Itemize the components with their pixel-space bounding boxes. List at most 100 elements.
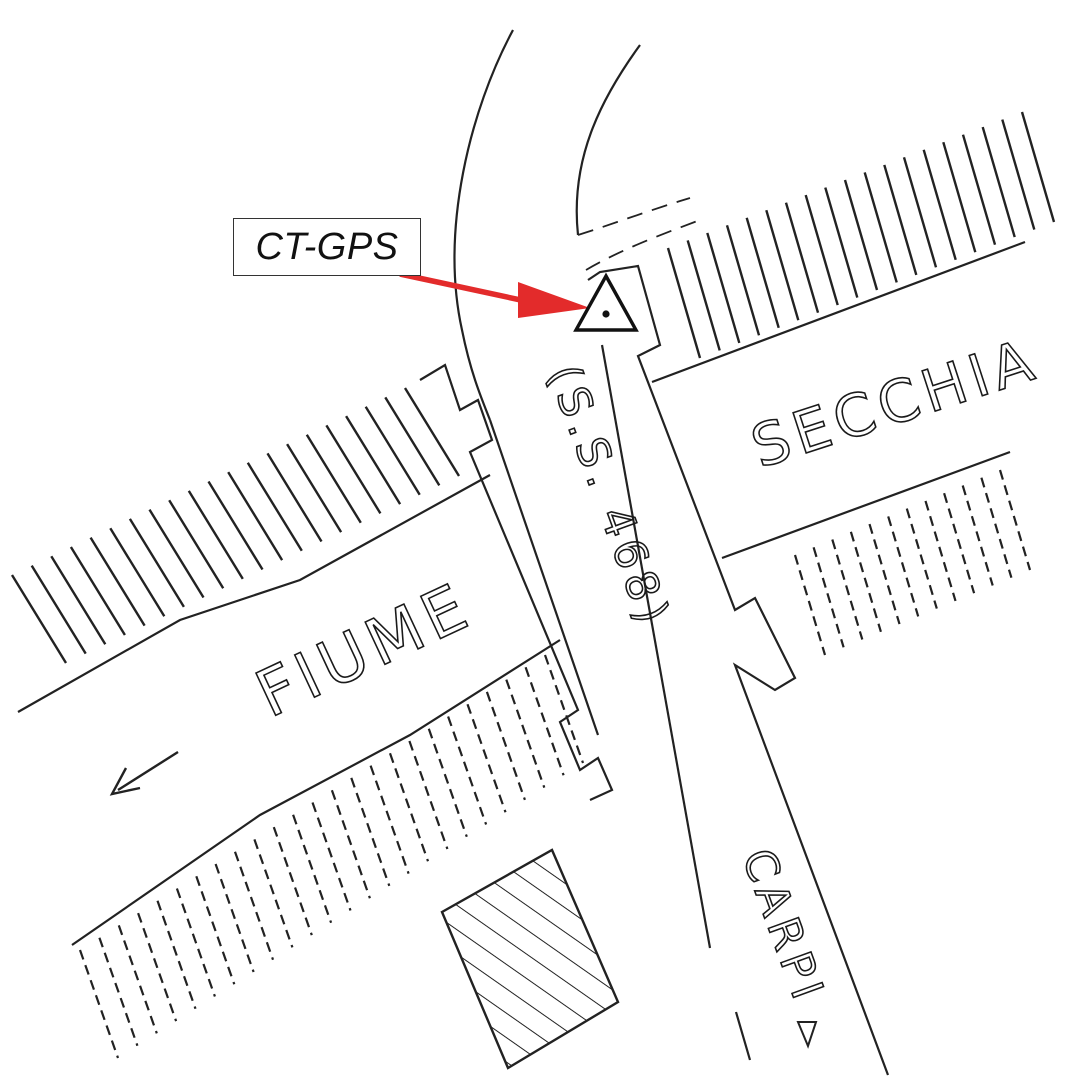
embankment-tick <box>207 480 264 571</box>
embankment-tick <box>128 518 185 608</box>
callout-box: CT-GPS <box>233 218 421 276</box>
embankment-tick <box>887 516 920 617</box>
embankment-tick <box>765 209 800 321</box>
embankment-tick <box>485 691 526 801</box>
station-triangle-icon <box>573 272 639 332</box>
embankment-tick <box>466 703 507 813</box>
embankment-tick <box>330 789 371 899</box>
embankment-tick <box>849 531 882 633</box>
embankment-tick <box>253 839 294 948</box>
direction-arrow-icon <box>796 1021 818 1049</box>
embankment-tick <box>922 149 957 261</box>
embankment-tick <box>50 555 107 645</box>
embankment-tick <box>187 490 244 580</box>
embankment-tick <box>686 240 721 351</box>
embankment-upper-right <box>666 111 1056 359</box>
embankment-tick <box>384 396 441 487</box>
embankment-tick <box>233 851 275 961</box>
embankment-tick <box>843 179 879 291</box>
embankment-tick <box>902 156 938 268</box>
embankment-tick <box>311 802 352 911</box>
road-left-south <box>488 419 600 736</box>
label-road: (S.S. 468) <box>538 358 680 635</box>
river-right-lower-bank <box>721 450 1011 560</box>
embankment-tick <box>403 387 461 477</box>
embankment-tick <box>505 679 546 788</box>
embankment-tick <box>325 424 382 515</box>
embankment-tick <box>524 666 565 776</box>
embankment-tick <box>784 202 820 314</box>
embankment-tick <box>227 471 284 561</box>
embankment-tick <box>905 508 938 609</box>
embankment-tick <box>812 546 845 648</box>
embankment-lower-right <box>793 469 1032 656</box>
embankment-tick <box>369 765 410 874</box>
embankment-tick <box>30 564 87 655</box>
embankment-lower-left <box>78 654 585 1059</box>
embankment-tick <box>137 912 178 1022</box>
embankment-tick <box>345 415 402 505</box>
embankment-tick <box>214 863 255 973</box>
bridge-center-line-lower <box>734 1011 752 1061</box>
embankment-tick <box>745 217 780 329</box>
bridge-left-edge <box>419 363 614 802</box>
embankment-tick <box>272 826 313 936</box>
embankment-tick <box>981 126 1016 238</box>
embankment-tick <box>98 937 139 1047</box>
river-left-upper-bank <box>17 474 491 713</box>
embankment-tick <box>117 925 158 1034</box>
embankment-tick <box>824 187 859 298</box>
embankment-tick <box>69 546 126 636</box>
embankment-tick <box>408 740 449 850</box>
embankment-tick <box>924 500 957 602</box>
embankment-tick <box>286 443 343 533</box>
road-curve-right <box>575 44 641 236</box>
embankment-tick <box>793 554 827 656</box>
embankment-tick <box>943 492 976 594</box>
embankment-tick <box>364 406 421 496</box>
embankment-tick <box>10 574 68 664</box>
embankment-tick <box>427 728 468 838</box>
label-river-left: FIUME <box>245 569 483 733</box>
embankment-tick <box>980 477 1013 579</box>
embankment-tick <box>666 247 702 359</box>
embankment-tick <box>388 752 430 862</box>
embankment-tick <box>942 141 977 253</box>
embankment-tick <box>883 164 918 276</box>
embankment-tick <box>246 462 303 552</box>
river-right-upper-bank <box>651 240 1026 384</box>
embankment-tick <box>78 949 120 1059</box>
embankment-tick <box>1001 119 1036 230</box>
embankment-tick <box>156 900 197 1010</box>
embankment-tick <box>89 536 146 627</box>
road-curve-left <box>453 29 514 421</box>
embankment-tick <box>168 499 225 589</box>
embankment-tick <box>831 539 864 640</box>
embankment-tick <box>998 469 1032 571</box>
embankment-tick <box>350 777 391 887</box>
embankment-tick <box>863 172 898 283</box>
embankment-tick <box>447 716 488 825</box>
embankment-tick <box>292 814 333 924</box>
embankment-tick <box>175 888 216 997</box>
embankment-tick <box>109 527 166 617</box>
embankment-upper-left <box>10 387 461 664</box>
embankment-tick <box>961 134 997 246</box>
embankment-tick <box>725 224 761 336</box>
embankment-tick <box>266 452 323 543</box>
flow-arrow-icon <box>109 750 179 796</box>
callout-arrow-icon <box>399 271 590 318</box>
label-town: CARPI <box>732 842 835 1011</box>
bridge-center-line <box>600 344 712 949</box>
embankment-tick <box>706 232 741 344</box>
embankment-tick <box>543 654 585 764</box>
embankment-tick <box>868 523 901 625</box>
road-curve-dashed <box>577 197 691 236</box>
bridge-right-edge <box>587 264 890 1076</box>
river-left-lower-bank <box>71 639 561 946</box>
label-river-right: SECCHIA <box>743 325 1046 481</box>
embankment-tick <box>305 434 362 524</box>
embankment-tick <box>961 485 994 586</box>
embankment-tick <box>804 194 839 306</box>
embankment-tick <box>1020 111 1056 223</box>
